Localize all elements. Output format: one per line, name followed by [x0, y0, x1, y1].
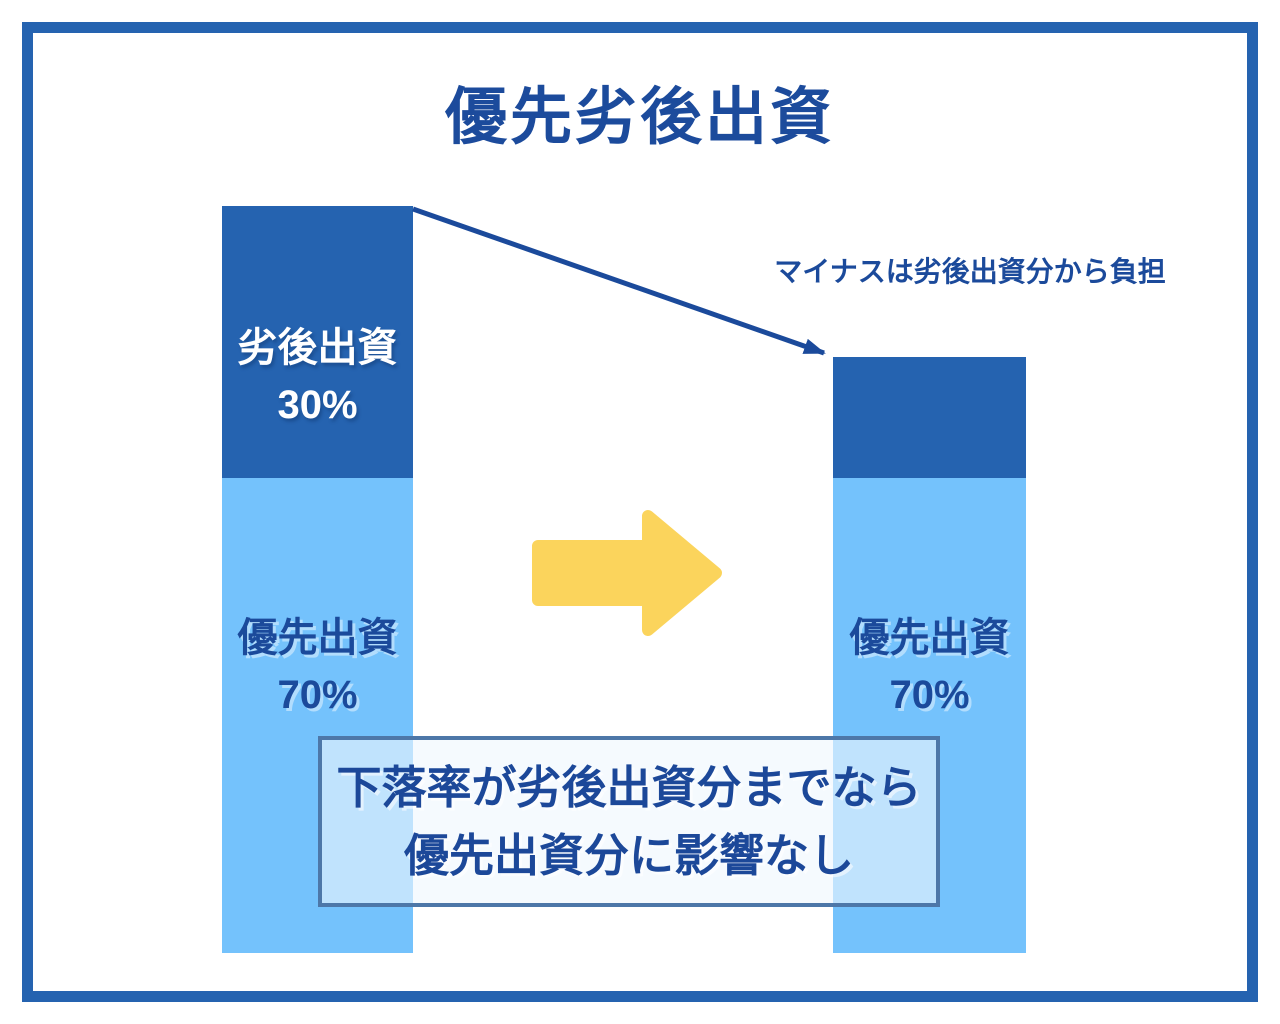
- subordinated-label-text: 劣後出資: [237, 326, 398, 370]
- senior-left-pct-text: 70%: [277, 672, 358, 717]
- senior-right-pct-text: 70%: [889, 672, 970, 717]
- senior-70pct-label-left: 優先出資 70%: [222, 610, 413, 724]
- callout-line1: 下落率が劣後出資分までなら: [336, 762, 922, 813]
- senior-left-label-text: 優先出資: [237, 616, 398, 660]
- right-bar-subordinated-segment: [833, 357, 1026, 478]
- callout-box: 下落率が劣後出資分までなら 優先出資分に影響なし: [318, 736, 940, 907]
- left-bar-subordinated-segment: [222, 206, 413, 478]
- senior-right-label-text: 優先出資: [849, 616, 1010, 660]
- page-title: 優先劣後出資: [444, 83, 835, 152]
- outer-border-frame: [22, 22, 1258, 1002]
- loss-annotation: マイナスは劣後出資分から負担: [774, 256, 1166, 287]
- yellow-right-arrow-icon: [532, 510, 722, 636]
- left-stacked-bar: [222, 206, 413, 953]
- callout-line2: 優先出資分に影響なし: [403, 829, 854, 881]
- subordinated-30pct-label: 劣後出資 30%: [222, 320, 413, 434]
- senior-70pct-label-right: 優先出資 70%: [833, 610, 1026, 724]
- subordinated-pct-text: 30%: [277, 382, 358, 427]
